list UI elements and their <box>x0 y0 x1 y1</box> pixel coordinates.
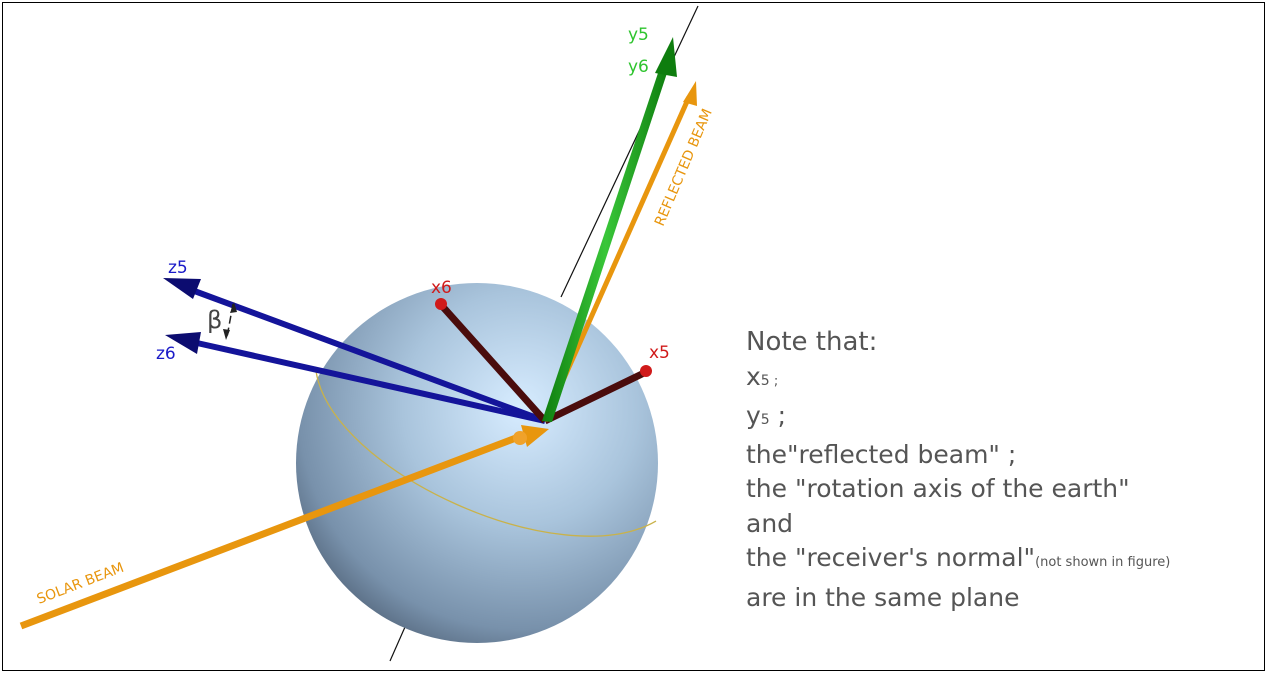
y5-label: y5 <box>628 25 649 45</box>
note-block: Note that: x5 ; y5 ; the"reflected beam"… <box>746 325 1264 615</box>
note-line-rotation-axis: the "rotation axis of the earth" <box>746 474 1130 503</box>
beta-angle-marker <box>223 302 237 340</box>
solar-beam-arrow <box>19 425 549 630</box>
x5-axis <box>543 365 652 425</box>
z5-axis <box>163 278 547 424</box>
earth-sphere <box>296 283 658 643</box>
beta-label: β <box>207 306 222 334</box>
diagram-canvas: y5 y6 z5 z6 x6 x5 β SOLAR BEAM REFLECTED… <box>19 5 716 662</box>
rotation-axis-lower <box>389 626 406 662</box>
note-heading: Note that: <box>746 327 878 357</box>
note-line-receiver-normal: the "receiver's normal"(not shown in fig… <box>746 543 1171 572</box>
note-line-y5: y5 ; <box>746 401 787 430</box>
x5-label: x5 <box>649 343 670 363</box>
equator-line <box>315 370 657 537</box>
x6-label: x6 <box>431 278 452 298</box>
reflected-beam-label: REFLECTED BEAM <box>652 107 716 229</box>
note-line-reflected-beam: the"reflected beam" ; <box>746 439 1017 469</box>
note-line-x5: x5 ; <box>746 361 779 391</box>
z6-axis <box>165 332 546 424</box>
x6-axis <box>435 298 548 424</box>
note-line-and: and <box>746 508 794 538</box>
y6-label: y6 <box>628 57 649 77</box>
rotation-axis-upper <box>560 5 699 298</box>
note-line-same-plane: are in the same plane <box>746 582 1020 612</box>
z6-label: z6 <box>156 344 176 364</box>
y5-y6-axis <box>542 37 677 422</box>
z5-label: z5 <box>168 258 188 278</box>
